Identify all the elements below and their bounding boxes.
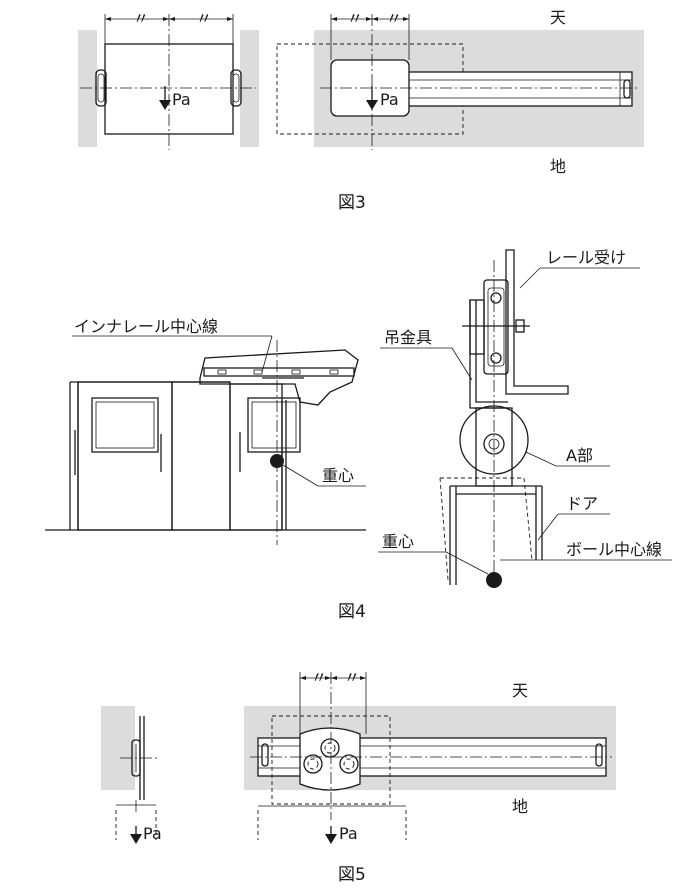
figure-caption: 図5: [338, 865, 366, 885]
cog-label: 重心: [382, 532, 414, 551]
wall-left: [101, 706, 135, 790]
center-of-gravity-marker: [270, 454, 284, 468]
ceiling-label: 天: [512, 681, 528, 700]
wall-right: [240, 30, 259, 147]
ceiling-label: 天: [550, 8, 566, 27]
floor-label: 地: [550, 157, 566, 176]
window-right: [247, 397, 301, 453]
dim-mark: 〃: [347, 9, 363, 28]
arrow-down-icon: [366, 100, 378, 110]
load-label: Pa: [143, 824, 162, 843]
part-a-label: A部: [566, 446, 593, 465]
rail-holder-label: レール受け: [546, 248, 626, 267]
dim-mark: 〃: [344, 668, 360, 687]
cog-label: 重心: [322, 466, 354, 485]
dim-mark: 〃: [196, 9, 212, 28]
dim-mark: 〃: [133, 9, 149, 28]
inner-rail-centerline-label: インナレール中心線: [74, 317, 218, 336]
wall-left: [78, 30, 97, 147]
figure-caption: 図3: [338, 193, 366, 213]
load-label: Pa: [339, 824, 358, 843]
arrow-down-icon: [325, 834, 337, 844]
load-label: Pa: [380, 90, 399, 109]
figure-caption: 図4: [338, 602, 366, 622]
dim-mark: 〃: [311, 668, 327, 687]
figure-4: 重心 インナレール中心線 レール受け: [45, 248, 672, 622]
door-center: [171, 381, 231, 531]
floor-label: 地: [512, 797, 528, 816]
load-label: Pa: [172, 90, 191, 109]
center-of-gravity-marker: [486, 572, 502, 588]
hanger-fitting-label: 吊金具: [384, 328, 432, 347]
hanger-bracket: [299, 727, 361, 791]
inner-rail: [203, 367, 355, 377]
figure-3: 〃 〃 Pa 〃 〃 Pa 天 地 図3: [78, 8, 644, 213]
ball-centerline-label: ボール中心線: [566, 540, 662, 559]
rail-holder: [505, 249, 569, 395]
arrow-down-icon: [130, 834, 142, 844]
figure-5: Pa 〃 〃 Pa 天 地 図5: [101, 668, 616, 885]
dim-mark: 〃: [386, 9, 402, 28]
door-label: ドア: [566, 494, 598, 513]
arrow-down-icon: [159, 100, 171, 110]
window-left: [91, 397, 159, 453]
